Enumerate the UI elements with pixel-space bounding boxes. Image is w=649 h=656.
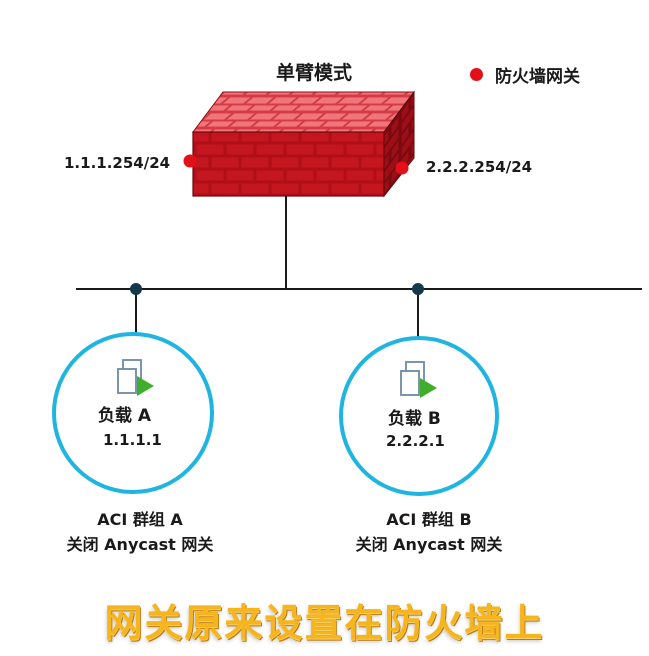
- group-b-gateway-note: 关闭 Anycast 网关: [355, 535, 503, 554]
- mode-title: 单臂模式: [276, 62, 353, 84]
- group-a-name: ACI 群组 A: [97, 510, 183, 529]
- load-a-name: 负载 A: [98, 406, 152, 426]
- load-a-circle: [52, 332, 214, 494]
- workload-icon-a: [117, 359, 154, 396]
- load-b-name: 负载 B: [388, 409, 441, 429]
- firewall-icon: [192, 90, 415, 198]
- firewall-left-ip: 1.1.1.254/24: [64, 154, 171, 172]
- group-b-name: ACI 群组 B: [386, 510, 472, 529]
- group-b-label: ACI 群组 B 关闭 Anycast 网关: [309, 507, 549, 557]
- load-a-ip: 1.1.1.1: [103, 431, 162, 449]
- workload-icon-b: [400, 361, 437, 398]
- legend-dot-icon: [470, 68, 483, 81]
- firewall-right-ip: 2.2.2.254/24: [426, 158, 533, 176]
- bus-node-a: [130, 283, 142, 295]
- load-b-ip: 2.2.2.1: [386, 432, 445, 450]
- legend-label: 防火墙网关: [495, 67, 580, 87]
- firewall-left-interface-dot: [183, 154, 197, 168]
- legend: 防火墙网关: [470, 62, 580, 87]
- firewall-right-interface-dot: [395, 161, 409, 175]
- bus-node-b: [412, 283, 424, 295]
- caption-banner: 网关原来设置在防火墙上: [104, 601, 545, 645]
- load-b-circle: [339, 336, 499, 496]
- group-a-gateway-note: 关闭 Anycast 网关: [66, 535, 214, 554]
- group-a-label: ACI 群组 A 关闭 Anycast 网关: [20, 507, 260, 557]
